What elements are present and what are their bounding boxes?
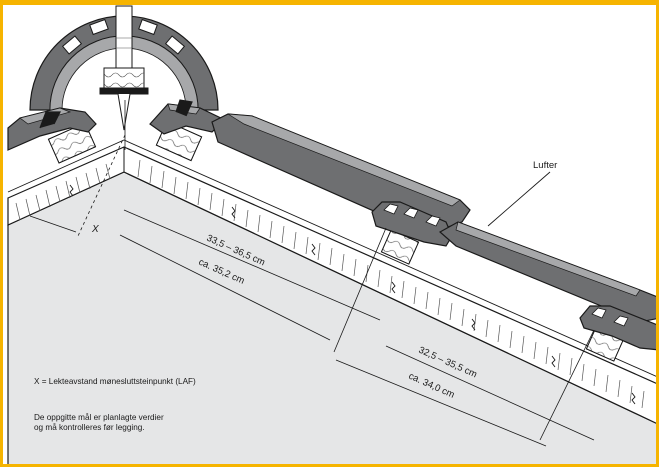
reference-lines xyxy=(77,100,595,441)
legend-note: X = Lekteavstand mønesluttsteinpunkt (LA… xyxy=(34,377,196,386)
lufter-label: Lufter xyxy=(533,160,557,171)
ridge-batten-holder xyxy=(99,5,149,131)
ventilation-tile xyxy=(438,221,656,323)
x-marker-label: X xyxy=(91,224,99,235)
rafter-band xyxy=(7,146,656,424)
ridge-tile xyxy=(29,15,219,111)
dimension-lines xyxy=(29,209,595,447)
tiles-left xyxy=(7,107,97,151)
tile-right-long xyxy=(211,113,471,231)
lufter-leader xyxy=(487,171,551,227)
disclaimer-line-2: og må kontrolleres før legging. xyxy=(34,423,145,432)
disclaimer-line-1: De oppgitte mål er planlagte verdier xyxy=(34,413,164,422)
roof-ridge-diagram: Lufter X 33,5 – 36,5 cm ca. 35,2 cm 32,5… xyxy=(7,5,656,464)
underlay-line xyxy=(7,139,656,377)
battens-left xyxy=(47,122,97,164)
